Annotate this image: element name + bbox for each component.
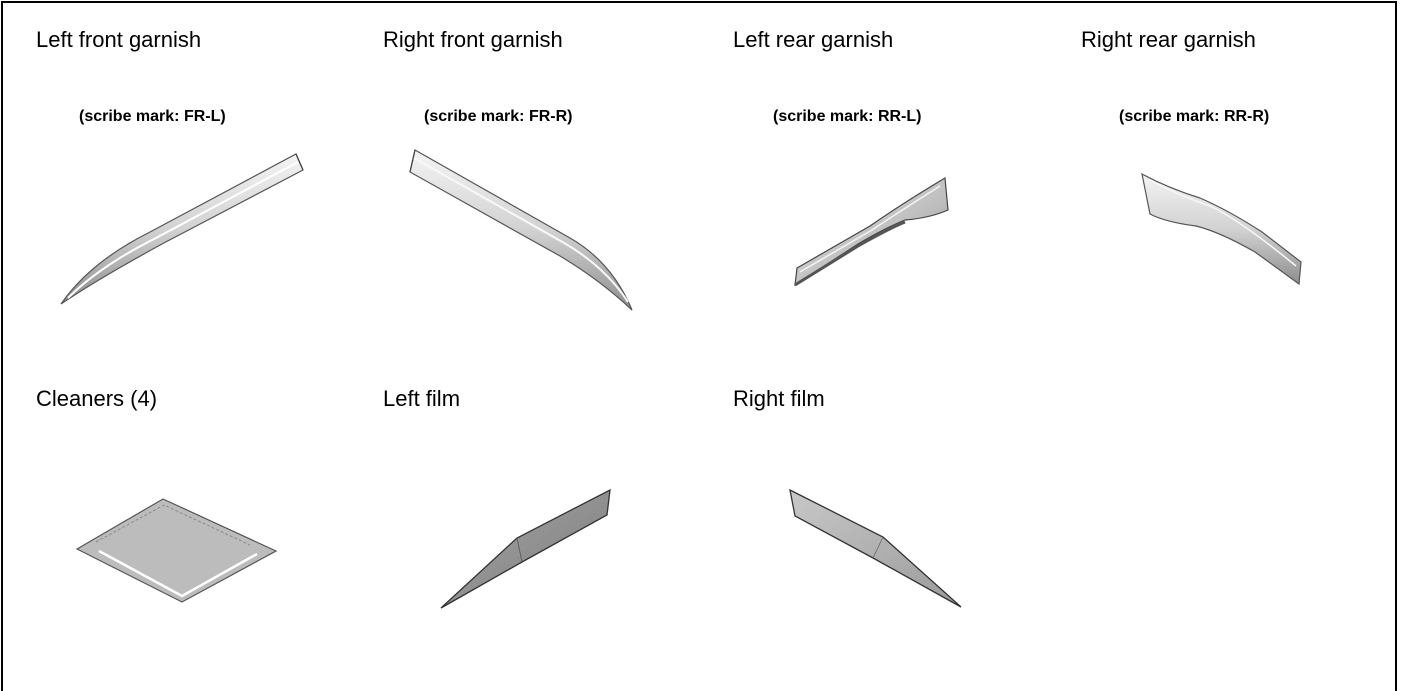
scribe-mark-fr-r: (scribe mark: FR-R)	[424, 108, 573, 125]
right-film-icon	[789, 488, 962, 608]
scribe-mark-fr-l: (scribe mark: FR-L)	[79, 108, 226, 125]
left-film-icon	[440, 488, 611, 609]
part-title-left-front-garnish: Left front garnish	[36, 27, 202, 52]
left-rear-garnish-icon	[794, 176, 949, 287]
part-title-left-rear-garnish: Left rear garnish	[733, 27, 894, 52]
cleaner-pad-icon	[75, 498, 278, 603]
left-front-garnish-icon	[60, 153, 304, 305]
scribe-mark-rr-r: (scribe mark: RR-R)	[1119, 108, 1270, 125]
part-title-cleaners: Cleaners (4)	[36, 386, 158, 411]
part-title-left-film: Left film	[383, 386, 461, 411]
scribe-mark-rr-l: (scribe mark: RR-L)	[773, 108, 922, 125]
part-title-right-front-garnish: Right front garnish	[383, 27, 563, 52]
part-title-right-film: Right film	[733, 386, 825, 411]
right-front-garnish-icon	[409, 149, 633, 311]
right-rear-garnish-icon	[1141, 172, 1302, 286]
part-title-right-rear-garnish: Right rear garnish	[1081, 27, 1256, 52]
